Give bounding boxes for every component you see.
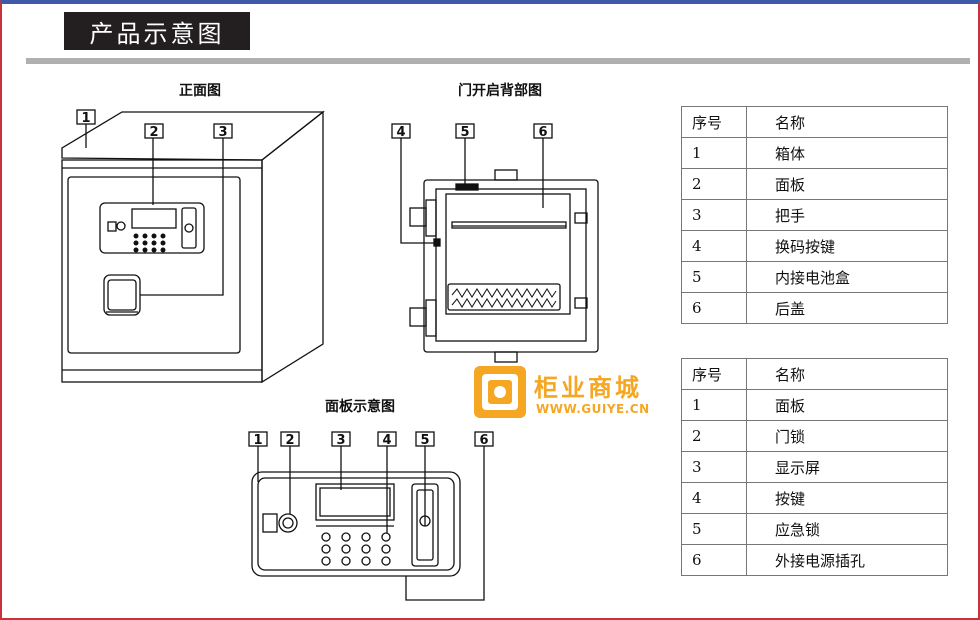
panel-display [315, 483, 395, 521]
row-number: 6 [681, 292, 747, 324]
row-number: 2 [681, 420, 747, 452]
callout-back-5: 5 [460, 125, 469, 140]
row-number: 6 [681, 544, 747, 576]
row-name: 外接电源插孔 [746, 544, 948, 576]
column-header-number: 序号 [681, 358, 747, 390]
door-inner [435, 188, 587, 342]
callout-front-1: 1 [81, 111, 90, 126]
safe-door [67, 176, 241, 354]
callout-front-2: 2 [149, 125, 158, 140]
row-number: 1 [681, 137, 747, 169]
panel-lock [262, 513, 278, 533]
safe-front-face [61, 159, 263, 383]
front-view-safe [61, 110, 325, 384]
row-name: 把手 [746, 199, 948, 231]
table-header-row: 序号 名称 [681, 358, 948, 390]
watermark-url: WWW.GUIYE.CN [536, 402, 650, 416]
callout-panel-3: 3 [336, 433, 345, 448]
row-name: 换码按键 [746, 230, 948, 262]
safe-top-face [61, 111, 325, 161]
callout-panel-5: 5 [420, 433, 429, 448]
callout-front-3: 3 [218, 125, 227, 140]
row-number: 3 [681, 199, 747, 231]
column-header-number: 序号 [681, 106, 747, 138]
row-name: 箱体 [746, 137, 948, 169]
callout-panel-2: 2 [285, 433, 294, 448]
caption-front-view: 正面图 [179, 83, 221, 99]
page-title: 产品示意图 [64, 12, 250, 50]
battery-box [447, 283, 561, 311]
row-number: 5 [681, 261, 747, 293]
back-view-door [400, 138, 599, 363]
callout-panel-1: 1 [253, 433, 262, 448]
caption-panel-view: 面板示意图 [325, 399, 395, 415]
row-name: 内接电池盒 [746, 261, 948, 293]
caption-back-view: 门开启背部图 [458, 83, 542, 99]
callout-back-4: 4 [396, 125, 405, 140]
callout-panel-4: 4 [382, 433, 391, 448]
row-number: 2 [681, 168, 747, 200]
panel-keys [321, 532, 391, 566]
header-divider [26, 58, 970, 64]
watermark-brand: 柜业商城 [534, 374, 642, 402]
watermark-logo-icon [474, 366, 526, 418]
row-name: 后盖 [746, 292, 948, 324]
row-name: 显示屏 [746, 451, 948, 483]
row-name: 面板 [746, 389, 948, 421]
safe-panel [99, 202, 205, 254]
row-number: 5 [681, 513, 747, 545]
watermark: 柜业商城 WWW.GUIYE.CN [472, 364, 672, 424]
door-outer [423, 179, 599, 353]
column-header-name: 名称 [746, 358, 948, 390]
power-jack-leader [405, 446, 485, 601]
row-name: 门锁 [746, 420, 948, 452]
back-cover [445, 193, 571, 315]
panel-view [251, 446, 485, 601]
panel-body [251, 471, 461, 577]
safe-display [131, 208, 177, 229]
safe-door-lock [107, 221, 117, 232]
row-number: 1 [681, 389, 747, 421]
row-number: 3 [681, 451, 747, 483]
row-number: 4 [681, 230, 747, 262]
safe-side-face [261, 110, 324, 384]
table-header-row: 序号 名称 [681, 106, 948, 138]
row-number: 4 [681, 482, 747, 514]
column-header-name: 名称 [746, 106, 948, 138]
callout-back-6: 6 [538, 125, 547, 140]
row-name: 应急锁 [746, 513, 948, 545]
row-name: 面板 [746, 168, 948, 200]
callout-panel-6: 6 [479, 433, 488, 448]
row-name: 按键 [746, 482, 948, 514]
